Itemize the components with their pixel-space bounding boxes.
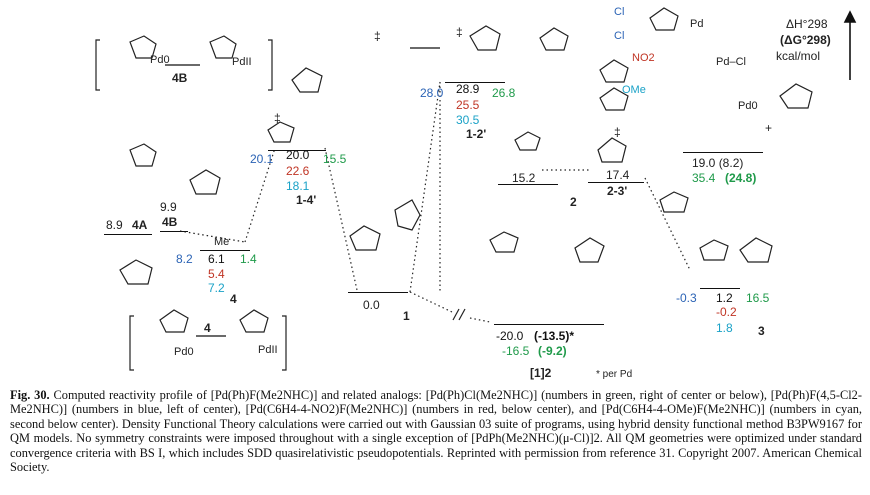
ts-mark-14: ‡ — [274, 112, 281, 125]
value-4-cyan: 7.2 — [208, 282, 225, 295]
pd0-free-label: Pd0 — [738, 100, 758, 112]
footnote-per-pd: * per Pd — [596, 368, 632, 381]
caption-text: Computed reactivity profile of [Pd(Ph)F(… — [10, 388, 862, 474]
caption-fig-label: Fig. 30. — [10, 388, 50, 402]
value-3-green: 16.5 — [746, 292, 769, 305]
value-4A: 8.9 — [106, 219, 123, 232]
legend-no2: NO2 — [632, 52, 655, 64]
value-4-green: 1.4 — [240, 253, 257, 266]
value-1: 0.0 — [363, 299, 380, 312]
value-14-black: 20.0 — [286, 149, 309, 162]
value-12-cyan: 30.5 — [456, 114, 479, 127]
level-dimer — [494, 324, 604, 325]
value-pd0-green-bold: (24.8) — [725, 172, 756, 185]
label-1-4: 1-4' — [296, 194, 316, 207]
label-4B: 4B — [162, 216, 177, 229]
legend-pd: Pd — [690, 18, 703, 30]
value-14-cyan: 18.1 — [286, 180, 309, 193]
figure-caption: Fig. 30. Computed reactivity profile of … — [10, 388, 862, 474]
legend-ome: OMe — [622, 84, 646, 96]
level-4A — [104, 234, 152, 235]
level-1 — [348, 292, 408, 293]
pdii-label-bottom: PdII — [258, 344, 278, 356]
value-12-black: 28.9 — [456, 83, 479, 96]
ts-mark-12b: ‡ — [456, 26, 463, 39]
value-dimer-green-bold: (-9.2) — [538, 345, 567, 358]
legend-units: kcal/mol — [776, 50, 820, 63]
legend-cl-2: Cl — [614, 30, 624, 42]
label-2: 2 — [570, 196, 577, 209]
value-12-green: 26.8 — [492, 87, 515, 100]
value-4-black: 6.1 — [208, 253, 225, 266]
energy-profile-figure: ΔH°298 (ΔG°298) kcal/mol Cl Cl Pd NO2 Pd… — [0, 0, 870, 385]
label-4A: 4A — [132, 219, 147, 232]
ts-mark-23: ‡ — [614, 126, 621, 139]
label-4: 4 — [230, 293, 237, 306]
label-1: 1 — [403, 310, 410, 323]
value-2: 15.2 — [512, 172, 535, 185]
value-14-green: 15.5 — [323, 153, 346, 166]
level-2-3 — [588, 182, 644, 183]
value-dimer-black: -20.0 — [496, 330, 523, 343]
value-dimer-black-bold: (-13.5)* — [534, 330, 574, 343]
label-1-2: 1-2' — [466, 128, 486, 141]
pdii-label-top: PdII — [232, 56, 252, 68]
value-4B: 9.9 — [160, 201, 177, 214]
plus-sign: + — [765, 122, 772, 135]
legend-pdcl: Pd–Cl — [716, 56, 746, 68]
value-pd0-green: 35.4 — [692, 172, 715, 185]
level-pd0 — [683, 152, 763, 153]
value-14-red: 22.6 — [286, 165, 309, 178]
value-14-blue: 20.1 — [250, 153, 273, 166]
level-4 — [200, 250, 250, 251]
ts-mark-12: ‡ — [374, 30, 381, 43]
value-3-blue: -0.3 — [676, 292, 697, 305]
value-4-red: 5.4 — [208, 268, 225, 281]
value-12-red: 25.5 — [456, 99, 479, 112]
value-3-red: -0.2 — [716, 306, 737, 319]
label-2-3: 2-3' — [607, 185, 627, 198]
legend-enthalpy: ΔH°298 — [786, 18, 828, 31]
label-dimer: [1]2 — [530, 367, 551, 380]
value-12-blue: 28.0 — [420, 87, 443, 100]
label-4-bottom: 4 — [204, 322, 211, 335]
legend-cl-1: Cl — [614, 6, 624, 18]
pd0-label-top: Pd0 — [150, 54, 170, 66]
value-3-cyan: 1.8 — [716, 322, 733, 335]
label-4B-top: 4B — [172, 72, 187, 85]
value-pd0: 19.0 (8.2) — [692, 157, 743, 170]
pd0-label-bottom: Pd0 — [174, 346, 194, 358]
level-3 — [700, 288, 740, 289]
value-4-blue: 8.2 — [176, 253, 193, 266]
value-dimer-green: -16.5 — [502, 345, 529, 358]
legend-free-energy: (ΔG°298) — [780, 34, 831, 47]
me-label: Me — [214, 236, 229, 248]
value-2-3: 17.4 — [606, 169, 629, 182]
label-3: 3 — [758, 325, 765, 338]
level-4B — [160, 231, 188, 232]
value-3-black: 1.2 — [716, 292, 733, 305]
